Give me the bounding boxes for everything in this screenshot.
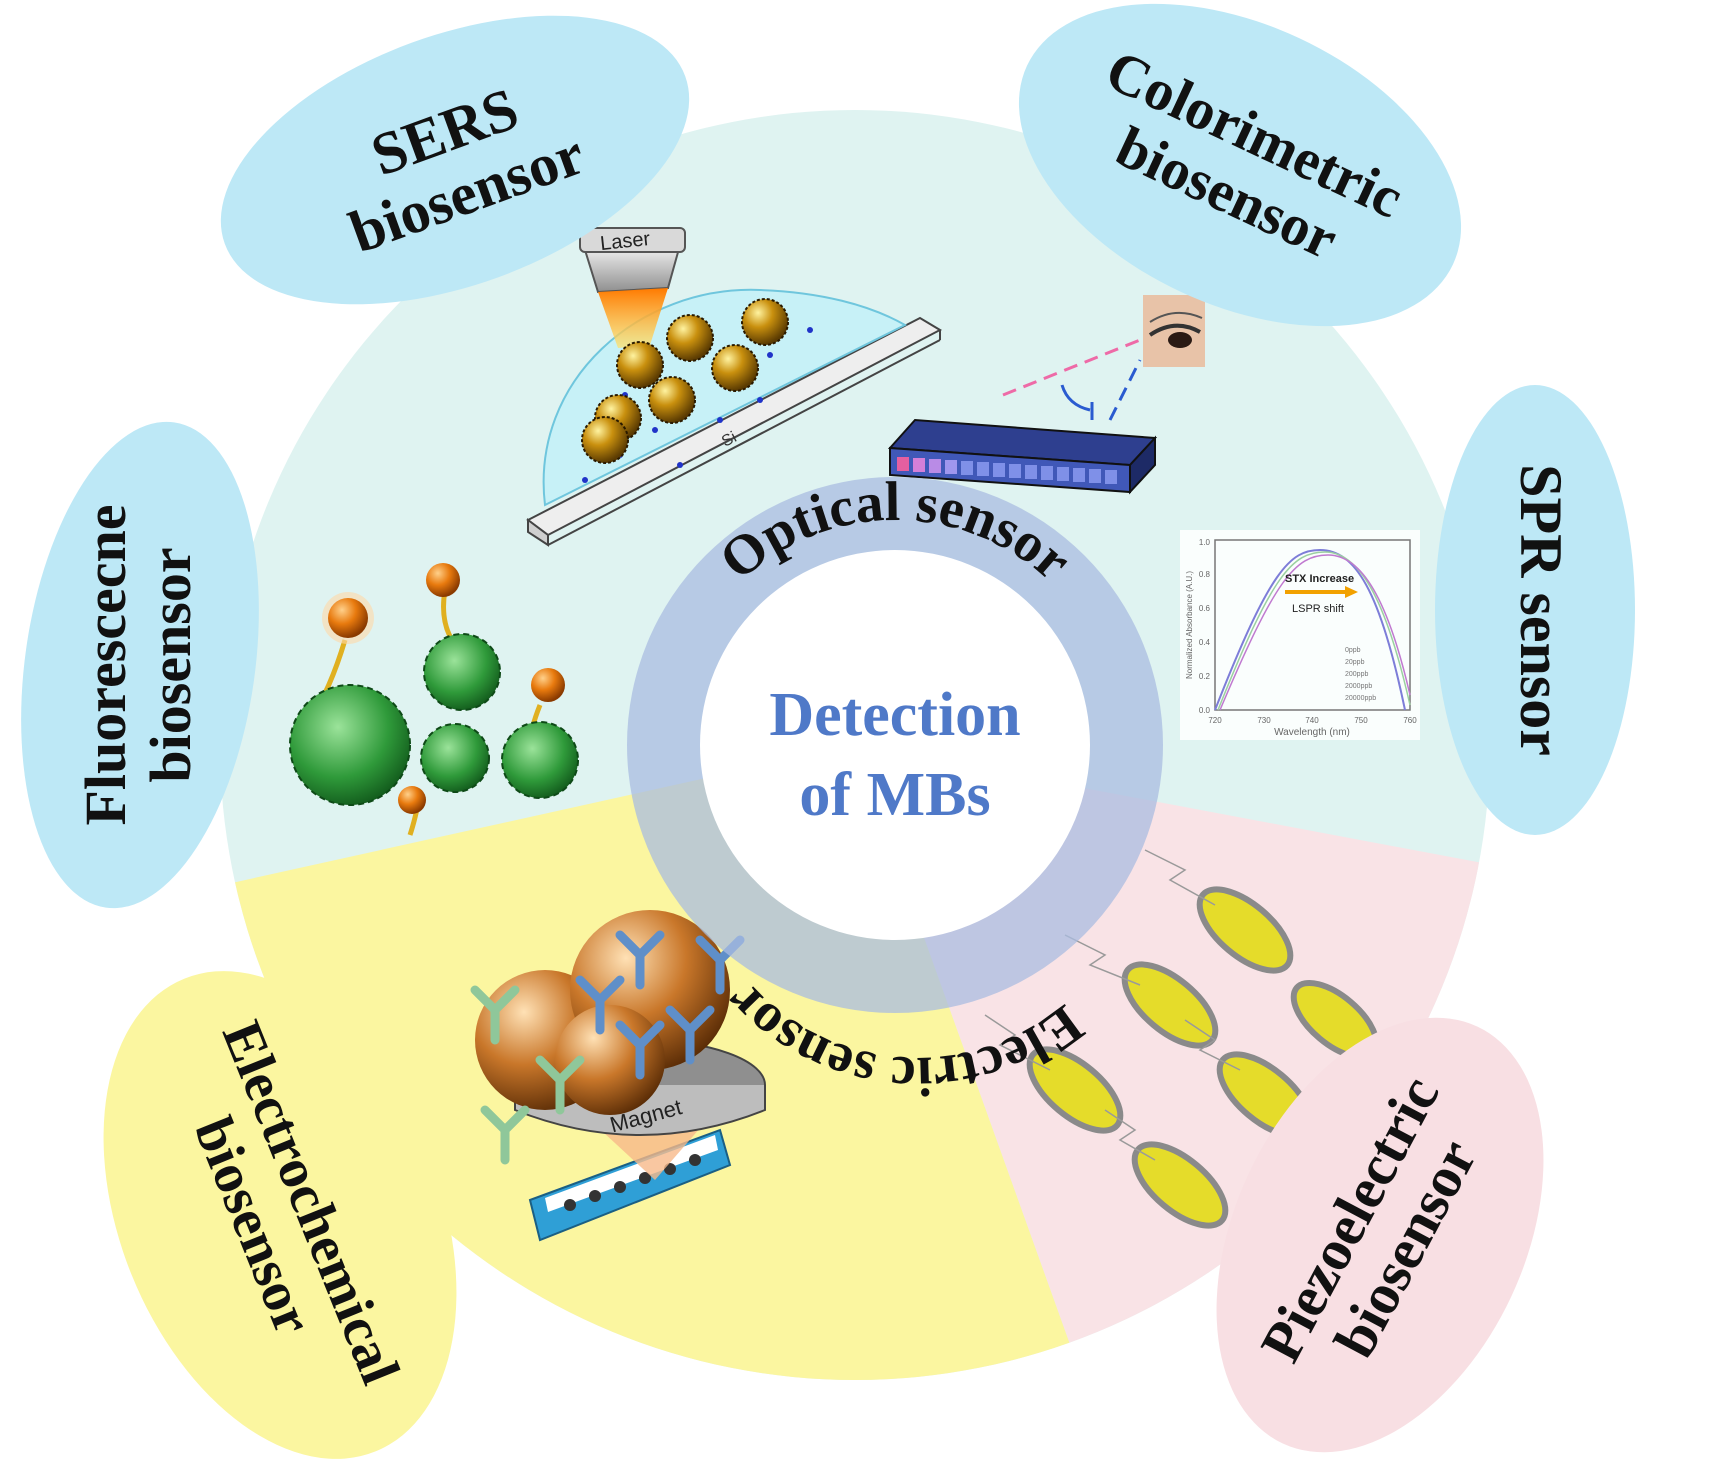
piezo-linkers xyxy=(984,849,1241,1161)
spr-annotation-increase: STX Increase xyxy=(1285,573,1354,585)
spr-xtick: 740 xyxy=(1305,716,1319,725)
spr-ytick: 0.4 xyxy=(1199,638,1211,647)
spr-xtick: 720 xyxy=(1208,716,1222,725)
spr-ytick: 1.0 xyxy=(1199,538,1211,547)
spr-xtick: 760 xyxy=(1403,716,1417,725)
colorimetric-illustration xyxy=(887,295,1205,495)
laser-label: Laser xyxy=(599,228,651,255)
spr-ytick: 0.2 xyxy=(1199,672,1211,681)
center-disc xyxy=(700,550,1090,940)
spr-ylabel: Normalized Absorbance (A.U.) xyxy=(1185,571,1194,679)
spr-plot: 0.0 0.2 0.4 0.6 0.8 1.0 720 730 740 750 … xyxy=(1180,530,1420,740)
piezoelectric-illustration xyxy=(1026,886,1380,1229)
ellipse-piezoelectric: Piezoelectric biosensor xyxy=(1216,1017,1544,1453)
spr-legend-item: 2000ppb xyxy=(1345,683,1372,690)
electrochemical-illustration: Magnet xyxy=(470,910,766,1242)
ellipse-electrochemical: Electrochemical biosensor xyxy=(103,971,457,1459)
spr-xlabel: Wavelength (nm) xyxy=(1274,727,1350,738)
spr-xtick: 750 xyxy=(1354,716,1368,725)
spr-legend-item: 0ppb xyxy=(1345,647,1361,654)
si-label: Si xyxy=(719,429,739,451)
ellipse-sers: SERS biosensor xyxy=(220,15,690,305)
spr-ytick: 0.0 xyxy=(1199,706,1211,715)
ellipse-colorimetric: Colorimetric biosensor xyxy=(1018,3,1462,327)
spr-label: SPR sensor xyxy=(1508,464,1574,756)
ellipse-spr: SPR sensor xyxy=(1435,385,1635,835)
spr-xtick: 730 xyxy=(1257,716,1271,725)
spr-legend-item: 20000ppb xyxy=(1345,695,1376,702)
fluorescence-illustration xyxy=(289,563,579,836)
spr-ytick: 0.8 xyxy=(1199,570,1211,579)
spr-annotation-shift: LSPR shift xyxy=(1292,603,1344,615)
ellipse-fluorescence: Fluorescecne biosensor xyxy=(21,421,259,909)
spr-ytick: 0.6 xyxy=(1199,604,1211,613)
center-title-line1: Detection xyxy=(769,681,1020,749)
fluorescence-label-line2: biosensor xyxy=(138,547,203,782)
spr-legend-item: 200ppb xyxy=(1345,671,1368,678)
fluorescence-label-line1: Fluorescecne xyxy=(73,504,138,825)
spr-legend-item: 20ppb xyxy=(1345,659,1365,666)
sers-illustration: Laser Si xyxy=(526,227,943,547)
center-title-line2: of MBs xyxy=(799,761,990,829)
